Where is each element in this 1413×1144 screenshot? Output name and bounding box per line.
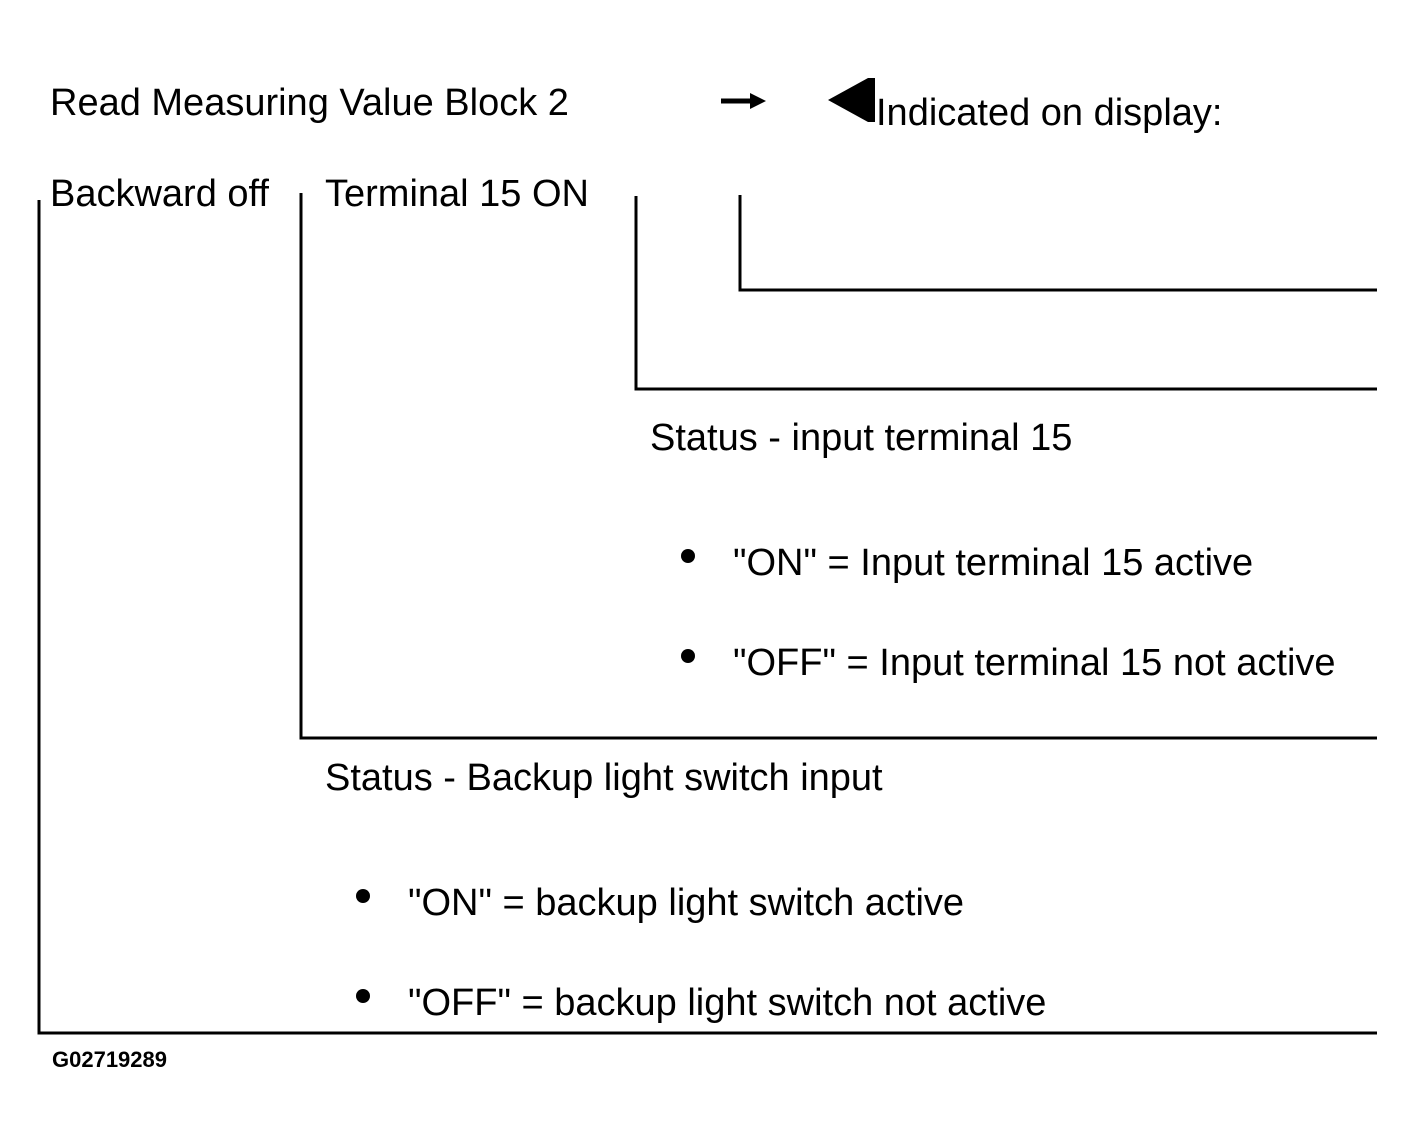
arrow-right-icon xyxy=(721,93,766,109)
figure-id: G02719289 xyxy=(52,1047,167,1072)
indicated-on-display-label: Indicated on display: xyxy=(876,92,1223,134)
bullet-icon xyxy=(356,889,370,903)
field1-bracket xyxy=(37,200,1377,1035)
field1-item-off: "OFF" = backup light switch not active xyxy=(408,982,1047,1024)
field2-heading: Status - input terminal 15 xyxy=(650,417,1073,459)
bullet-icon xyxy=(681,649,695,663)
field1-value: Backward off xyxy=(50,173,269,215)
bullet-icon xyxy=(356,989,370,1003)
field2-item-off: "OFF" = Input terminal 15 not active xyxy=(733,642,1336,684)
field2-value: Terminal 15 ON xyxy=(325,173,589,215)
field4-bracket xyxy=(738,195,1377,292)
pointer-triangle-icon xyxy=(828,78,875,122)
field1-item-on: "ON" = backup light switch active xyxy=(408,882,965,924)
bullet-icon xyxy=(681,549,695,563)
field2-item-on: "ON" = Input terminal 15 active xyxy=(733,542,1254,584)
page-title: Read Measuring Value Block 2 xyxy=(50,82,569,124)
field2-bracket xyxy=(299,193,1377,740)
field3-bracket xyxy=(634,196,1377,391)
field1-heading: Status - Backup light switch input xyxy=(325,757,883,799)
